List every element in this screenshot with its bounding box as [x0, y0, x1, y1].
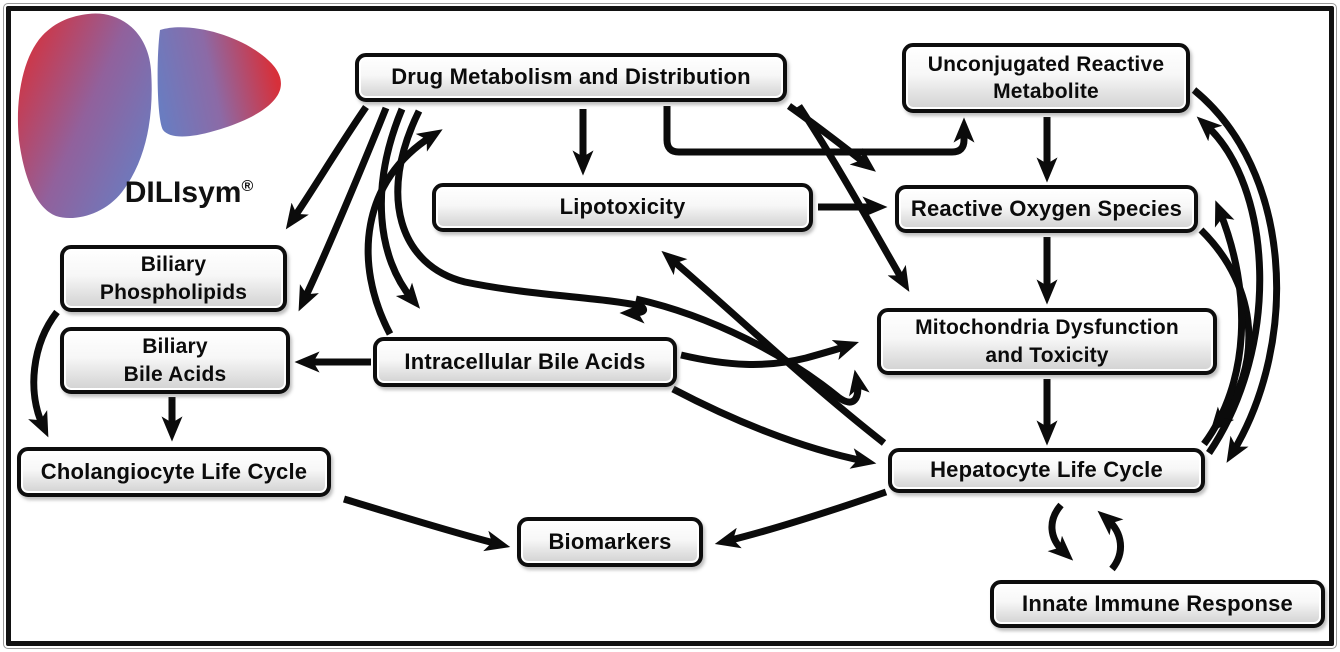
arrow-dmd-ros: [786, 103, 876, 172]
arrow-dmd-bba: [298, 106, 390, 312]
arrow-ros-hep: [1198, 227, 1253, 433]
brand-text: DILIsym: [124, 176, 242, 209]
arrow-dmd-urm: [663, 106, 975, 156]
node-label: and Toxicity: [985, 343, 1109, 367]
node-iba: Intracellular Bile Acids: [373, 337, 677, 387]
arrow-urm-hep: [1191, 87, 1281, 463]
node-iir: Innate Immune Response: [990, 580, 1325, 628]
brand-title: DILIsym®: [104, 176, 274, 210]
arrow-iba-mito: [680, 340, 859, 368]
arrow-hep-iir: [1047, 502, 1074, 561]
node-label: Lipotoxicity: [559, 194, 686, 220]
node-label: Phospholipids: [99, 280, 248, 304]
node-lipo: Lipotoxicity: [432, 183, 813, 232]
registered-mark: ®: [241, 178, 254, 195]
arrow-chol-bio: [342, 495, 511, 552]
node-label: Bile Acids: [123, 362, 227, 386]
node-ros: Reactive Oxygen Species: [895, 185, 1198, 233]
arrow-dmd-iba: [377, 107, 421, 309]
node-label: Drug Metabolism and Distribution: [391, 64, 751, 90]
node-label: Unconjugated Reactive: [927, 52, 1165, 76]
arrow-dmd-iba-hook: [394, 109, 647, 324]
arrow-hep-bio: [714, 488, 888, 549]
node-label: Mitochondria Dysfunction: [915, 316, 1179, 340]
node-label: Reactive Oxygen Species: [910, 195, 1183, 221]
arrow-dmd-mito: [796, 104, 910, 292]
node-label: Biomarkers: [548, 528, 672, 554]
node-chol: Cholangiocyte Life Cycle: [17, 447, 331, 497]
arrow-hep-lipo: [661, 250, 887, 446]
node-hep: Hepatocyte Life Cycle: [888, 448, 1205, 493]
node-label: Hepatocyte Life Cycle: [930, 457, 1163, 483]
node-label: Metabolite: [993, 80, 1099, 103]
arrow-bp-chol: [28, 309, 60, 438]
arrow-dmd-mito-sweep: [635, 295, 870, 406]
arrow-dmd-bp: [285, 105, 369, 230]
node-label: Biliary: [140, 253, 207, 277]
node-label: Biliary: [142, 335, 208, 359]
liver-right-lobe-icon: [157, 27, 281, 137]
liver-left-lobe-icon: [17, 13, 152, 219]
node-label: Cholangiocyte Life Cycle: [40, 458, 308, 484]
node-dmd: Drug Metabolism and Distribution: [355, 53, 787, 102]
node-label: Innate Immune Response: [1022, 590, 1293, 616]
arrow-iir-hep: [1097, 510, 1124, 572]
liver-logo: [17, 13, 281, 219]
arrow-hep-ros: [1201, 200, 1246, 447]
arrow-iba-dmd: [364, 129, 443, 336]
node-label: Intracellular Bile Acids: [404, 348, 646, 374]
node-bio: Biomarkers: [517, 517, 703, 567]
arrow-iba-hep: [671, 385, 877, 469]
node-mito: Mitochondria Dysfunction and Toxicity: [877, 308, 1217, 375]
